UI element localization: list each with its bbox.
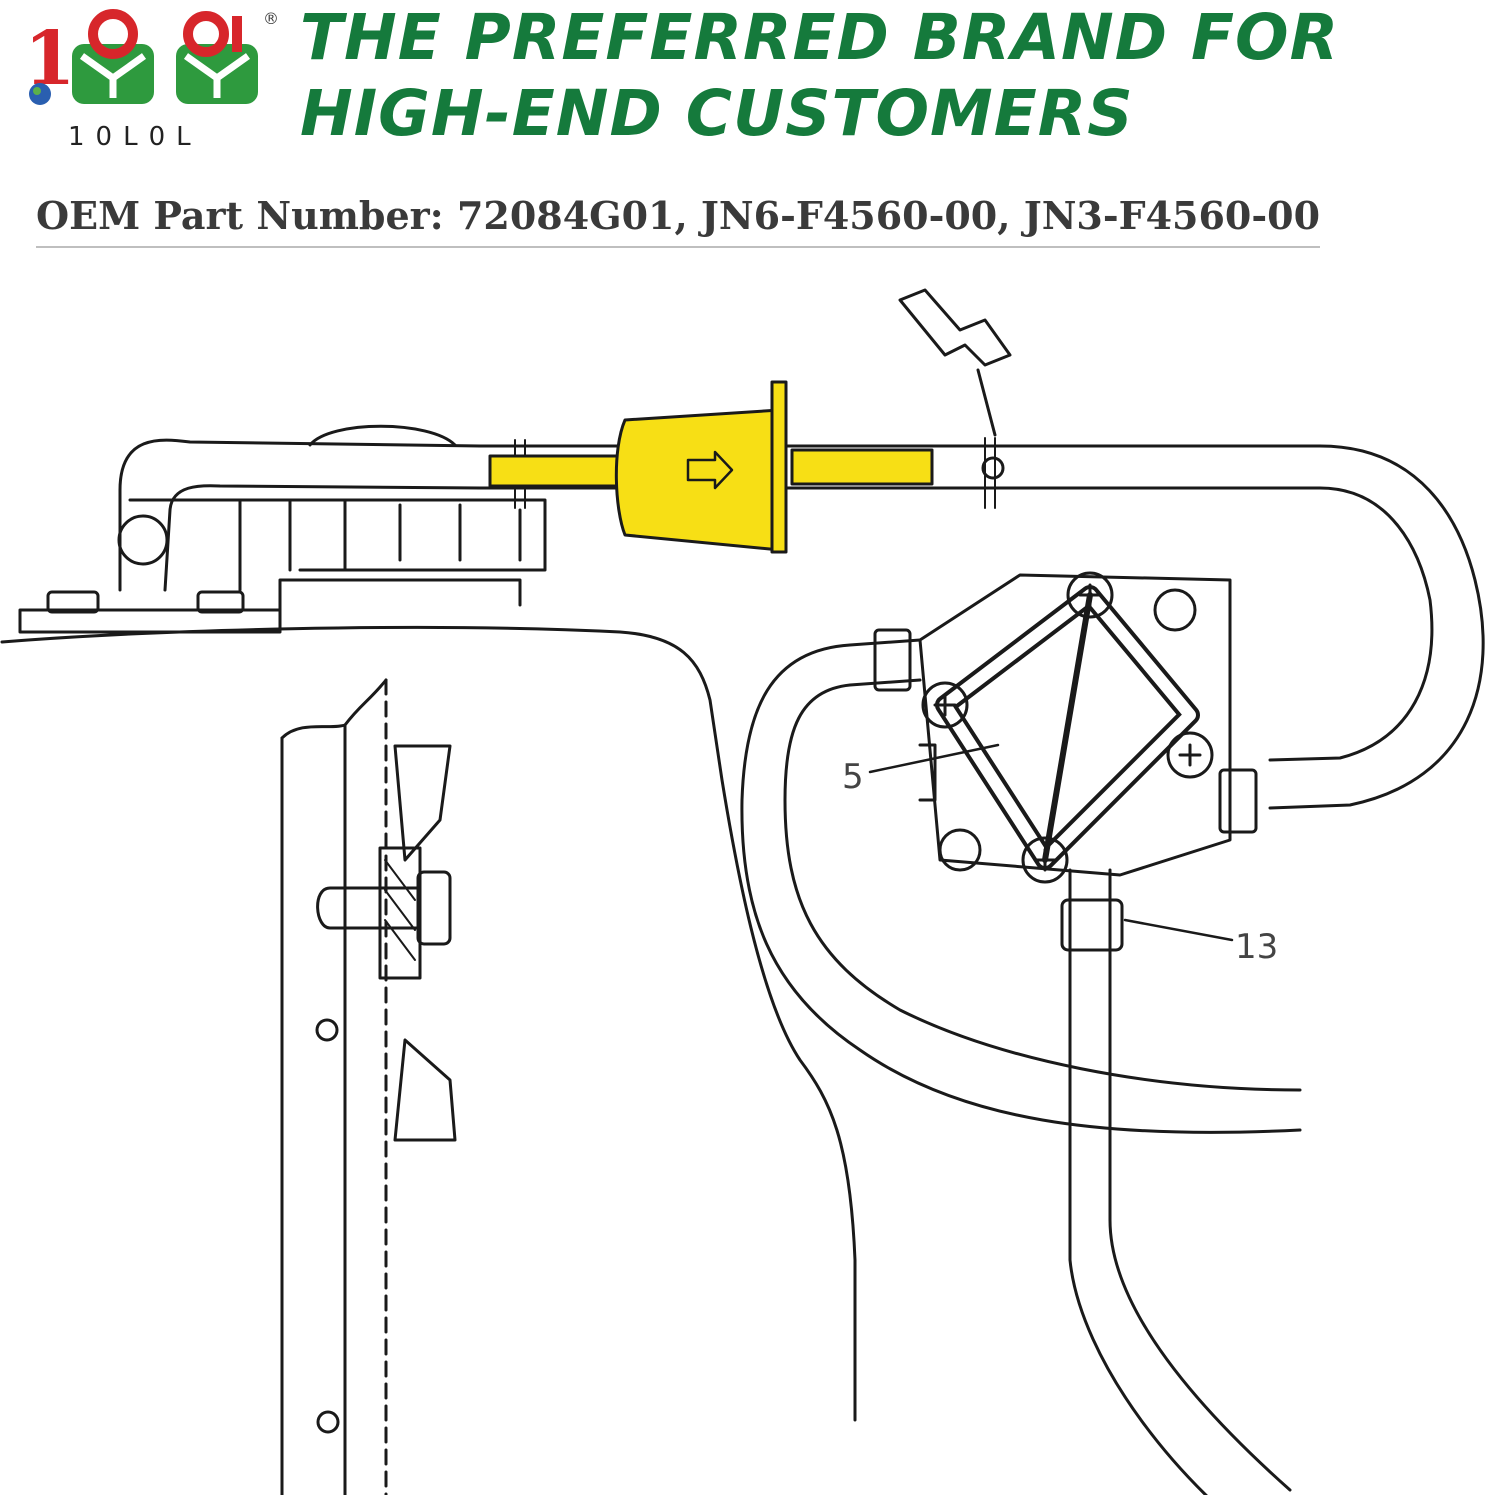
fuel-hose-lower xyxy=(740,628,1302,1495)
fuel-filter-diagram: 5 13 xyxy=(0,288,1485,1495)
oem-label: OEM Part Number: xyxy=(36,193,444,238)
logo-mark: 1 ® xyxy=(24,9,279,105)
fuel-pump xyxy=(918,571,1232,884)
globe-land xyxy=(33,87,41,95)
oem-numbers: 72084G01, JN6-F4560-00, JN3-F4560-00 xyxy=(456,193,1321,238)
callout-5: 5 xyxy=(842,743,1000,797)
brand-logo: 1 ® 10L0L xyxy=(10,6,285,156)
callout-13: 13 xyxy=(1123,918,1278,967)
logo-block-2 xyxy=(176,11,258,104)
oem-part-number: OEM Part Number: 72084G01, JN6-F4560-00,… xyxy=(36,190,1321,248)
fuel-filter-highlight xyxy=(488,380,934,554)
globe-icon xyxy=(29,83,51,105)
registered-mark: ® xyxy=(263,9,279,28)
logo-block-1 xyxy=(72,9,154,104)
hose-clip xyxy=(898,288,1012,480)
logo-wordmark: 10L0L xyxy=(68,122,202,152)
callout-label-13: 13 xyxy=(1235,927,1278,967)
bracket-rail xyxy=(280,678,457,1495)
callout-label-5: 5 xyxy=(842,757,864,797)
headline: THE PREFERRED BRAND FOR HIGH-END CUSTOME… xyxy=(300,1,1340,150)
engine-housing xyxy=(0,424,857,1422)
